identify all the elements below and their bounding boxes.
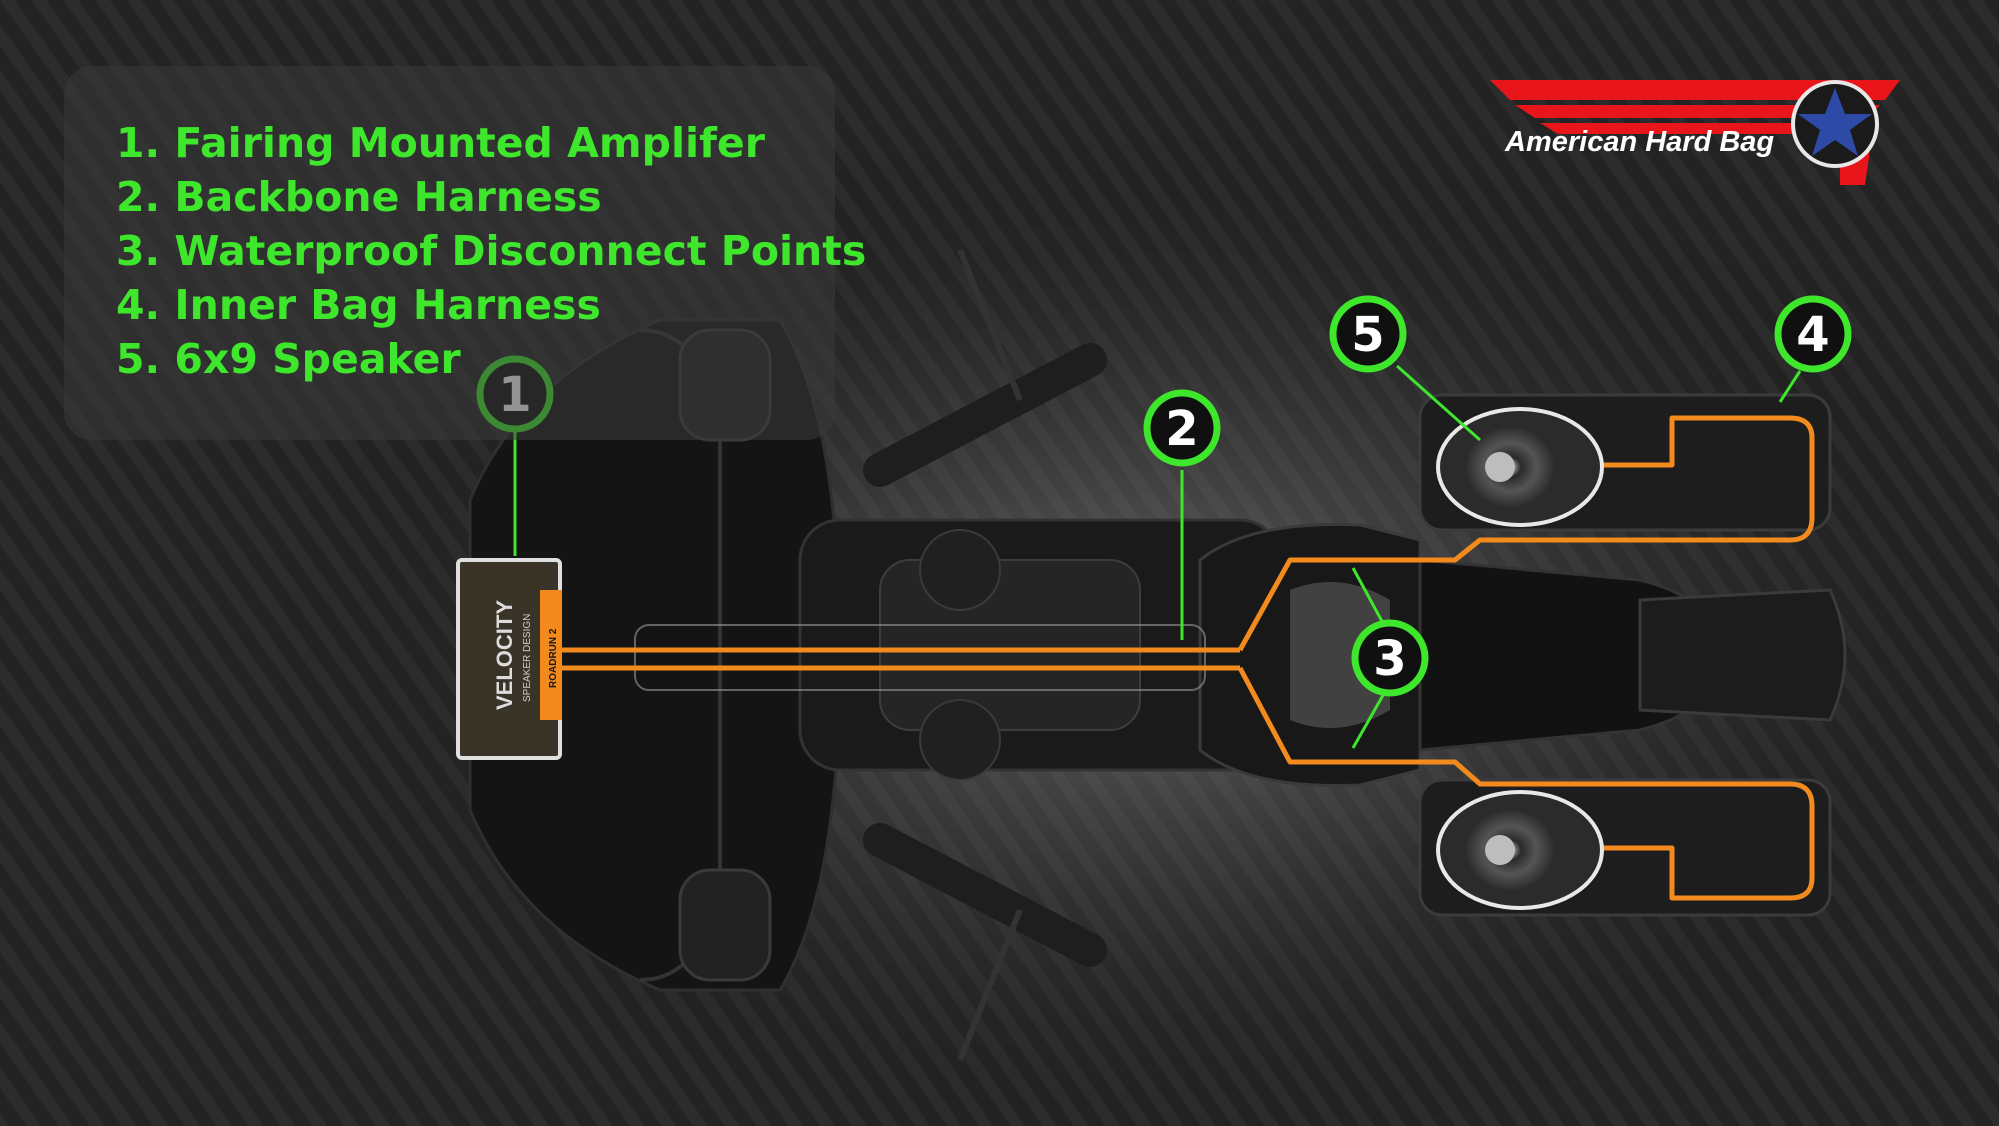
speaker-bottom	[1436, 790, 1604, 910]
star-icon	[1798, 88, 1872, 156]
legend-item-2: 2. Backbone Harness	[116, 173, 602, 221]
callout-5-number: 5	[1351, 307, 1384, 363]
callout-2: 2	[1143, 389, 1221, 467]
callout-3-number: 3	[1373, 631, 1406, 687]
amplifier-brand: VELOCITY	[492, 600, 517, 710]
amplifier: VELOCITY SPEAKER DESIGN ROADRUN 2	[456, 558, 562, 760]
amplifier-model: ROADRUN 2	[548, 628, 559, 688]
callout-4: 4	[1774, 295, 1852, 373]
legend-item-3: 3. Waterproof Disconnect Points	[116, 227, 867, 275]
legend-item-1: 1. Fairing Mounted Amplifer	[116, 119, 765, 167]
callout-3: 3	[1351, 619, 1429, 697]
amplifier-subbrand: SPEAKER DESIGN	[522, 614, 533, 702]
brand-logo	[1490, 80, 1900, 185]
callout-4-number: 4	[1796, 307, 1829, 363]
legend-item-4: 4. Inner Bag Harness	[116, 281, 601, 329]
brand-name: American Hard Bag	[1505, 126, 1775, 158]
legend-panel: 1. Fairing Mounted Amplifer 2. Backbone …	[64, 66, 867, 440]
legend-item-5: 5. 6x9 Speaker	[116, 335, 461, 383]
harness-wiring	[560, 415, 1815, 901]
callout-5: 5	[1329, 295, 1407, 373]
legend-list: 1. Fairing Mounted Amplifer 2. Backbone …	[64, 66, 867, 386]
callout-2-number: 2	[1165, 401, 1198, 457]
